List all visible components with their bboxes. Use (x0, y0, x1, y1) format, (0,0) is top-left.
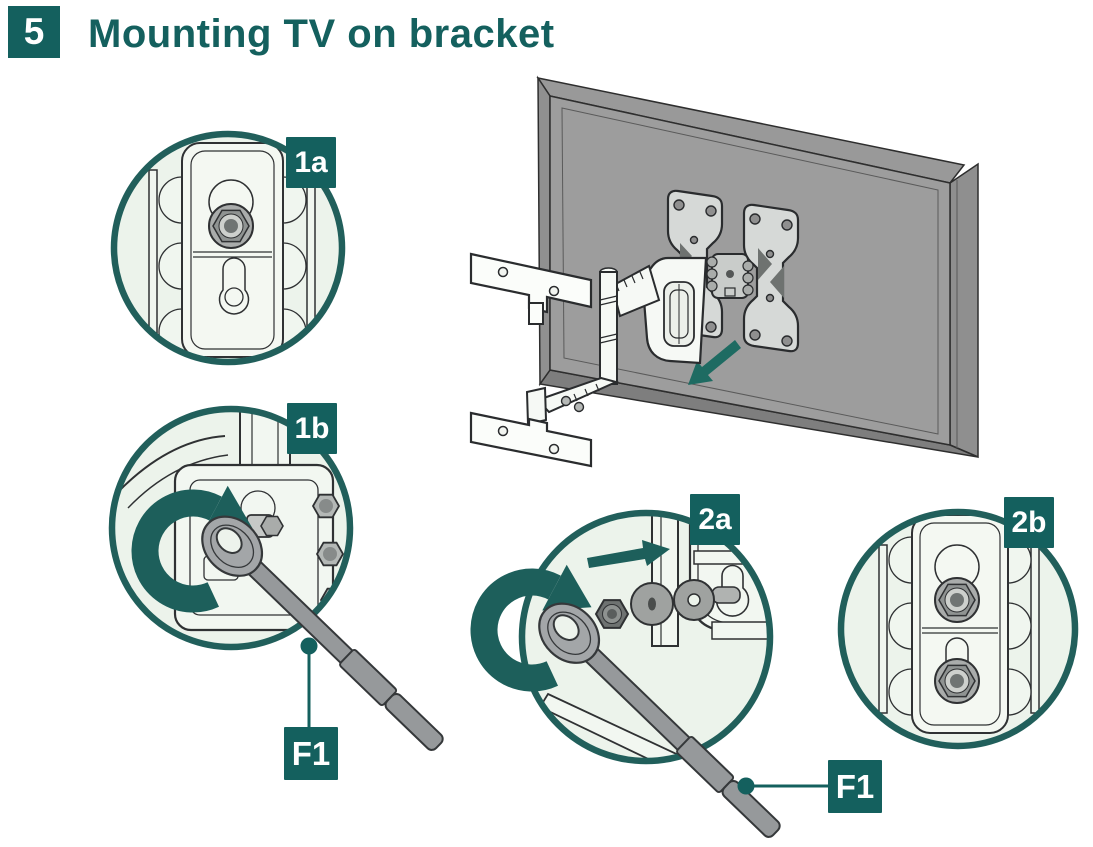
callout-1b-border (108, 405, 354, 651)
callout-2b-border (837, 508, 1079, 750)
tv-right-side (949, 162, 979, 459)
tv-and-bracket-illustration (469, 75, 979, 468)
bolt-in-slot (208, 203, 254, 249)
hinge-block (706, 253, 754, 299)
tv-back (536, 75, 979, 459)
step-number-badge: 5 (8, 6, 60, 58)
leader-dot (300, 637, 318, 655)
part-tag-f1: F1 (828, 760, 882, 813)
hex-nut (594, 599, 630, 629)
rotate-clockwise-arrow-icon (470, 564, 592, 692)
page-title: Mounting TV on bracket (88, 12, 555, 56)
arm-edge-strip (651, 516, 679, 647)
callout-tag-1b: 1b (287, 403, 337, 454)
tv-slide-arrow-icon (688, 340, 741, 385)
part-tag-f1: F1 (284, 727, 338, 780)
arm-post (525, 386, 548, 426)
keyhole-slot (218, 257, 250, 315)
callout-2a-border (518, 509, 774, 765)
push-arrow-icon (587, 540, 670, 568)
callout-tag-1a: 1a (286, 137, 336, 188)
callout-1b (108, 405, 458, 766)
bolt-bottom-seated (934, 658, 980, 704)
callout-2a (470, 509, 795, 847)
f1-connector-2 (737, 777, 828, 795)
callout-1a (110, 130, 346, 366)
tv-left-edge (537, 75, 551, 387)
callout-tag-2a: 2a (690, 494, 740, 545)
vesa-plate-right (742, 203, 800, 353)
bolt-top-seated (934, 577, 980, 623)
callout-1a-border (110, 130, 346, 366)
f1-connector-1 (300, 637, 318, 727)
bracket-plate (181, 142, 284, 358)
hinge-column (599, 271, 618, 385)
callout-tag-2b: 2b (1004, 497, 1054, 548)
wall-mount-arm (469, 252, 708, 468)
wall-bar-bottom (469, 411, 593, 468)
leader-dot (737, 777, 755, 795)
bolt-pin (711, 586, 741, 604)
callout-2b (837, 508, 1079, 750)
